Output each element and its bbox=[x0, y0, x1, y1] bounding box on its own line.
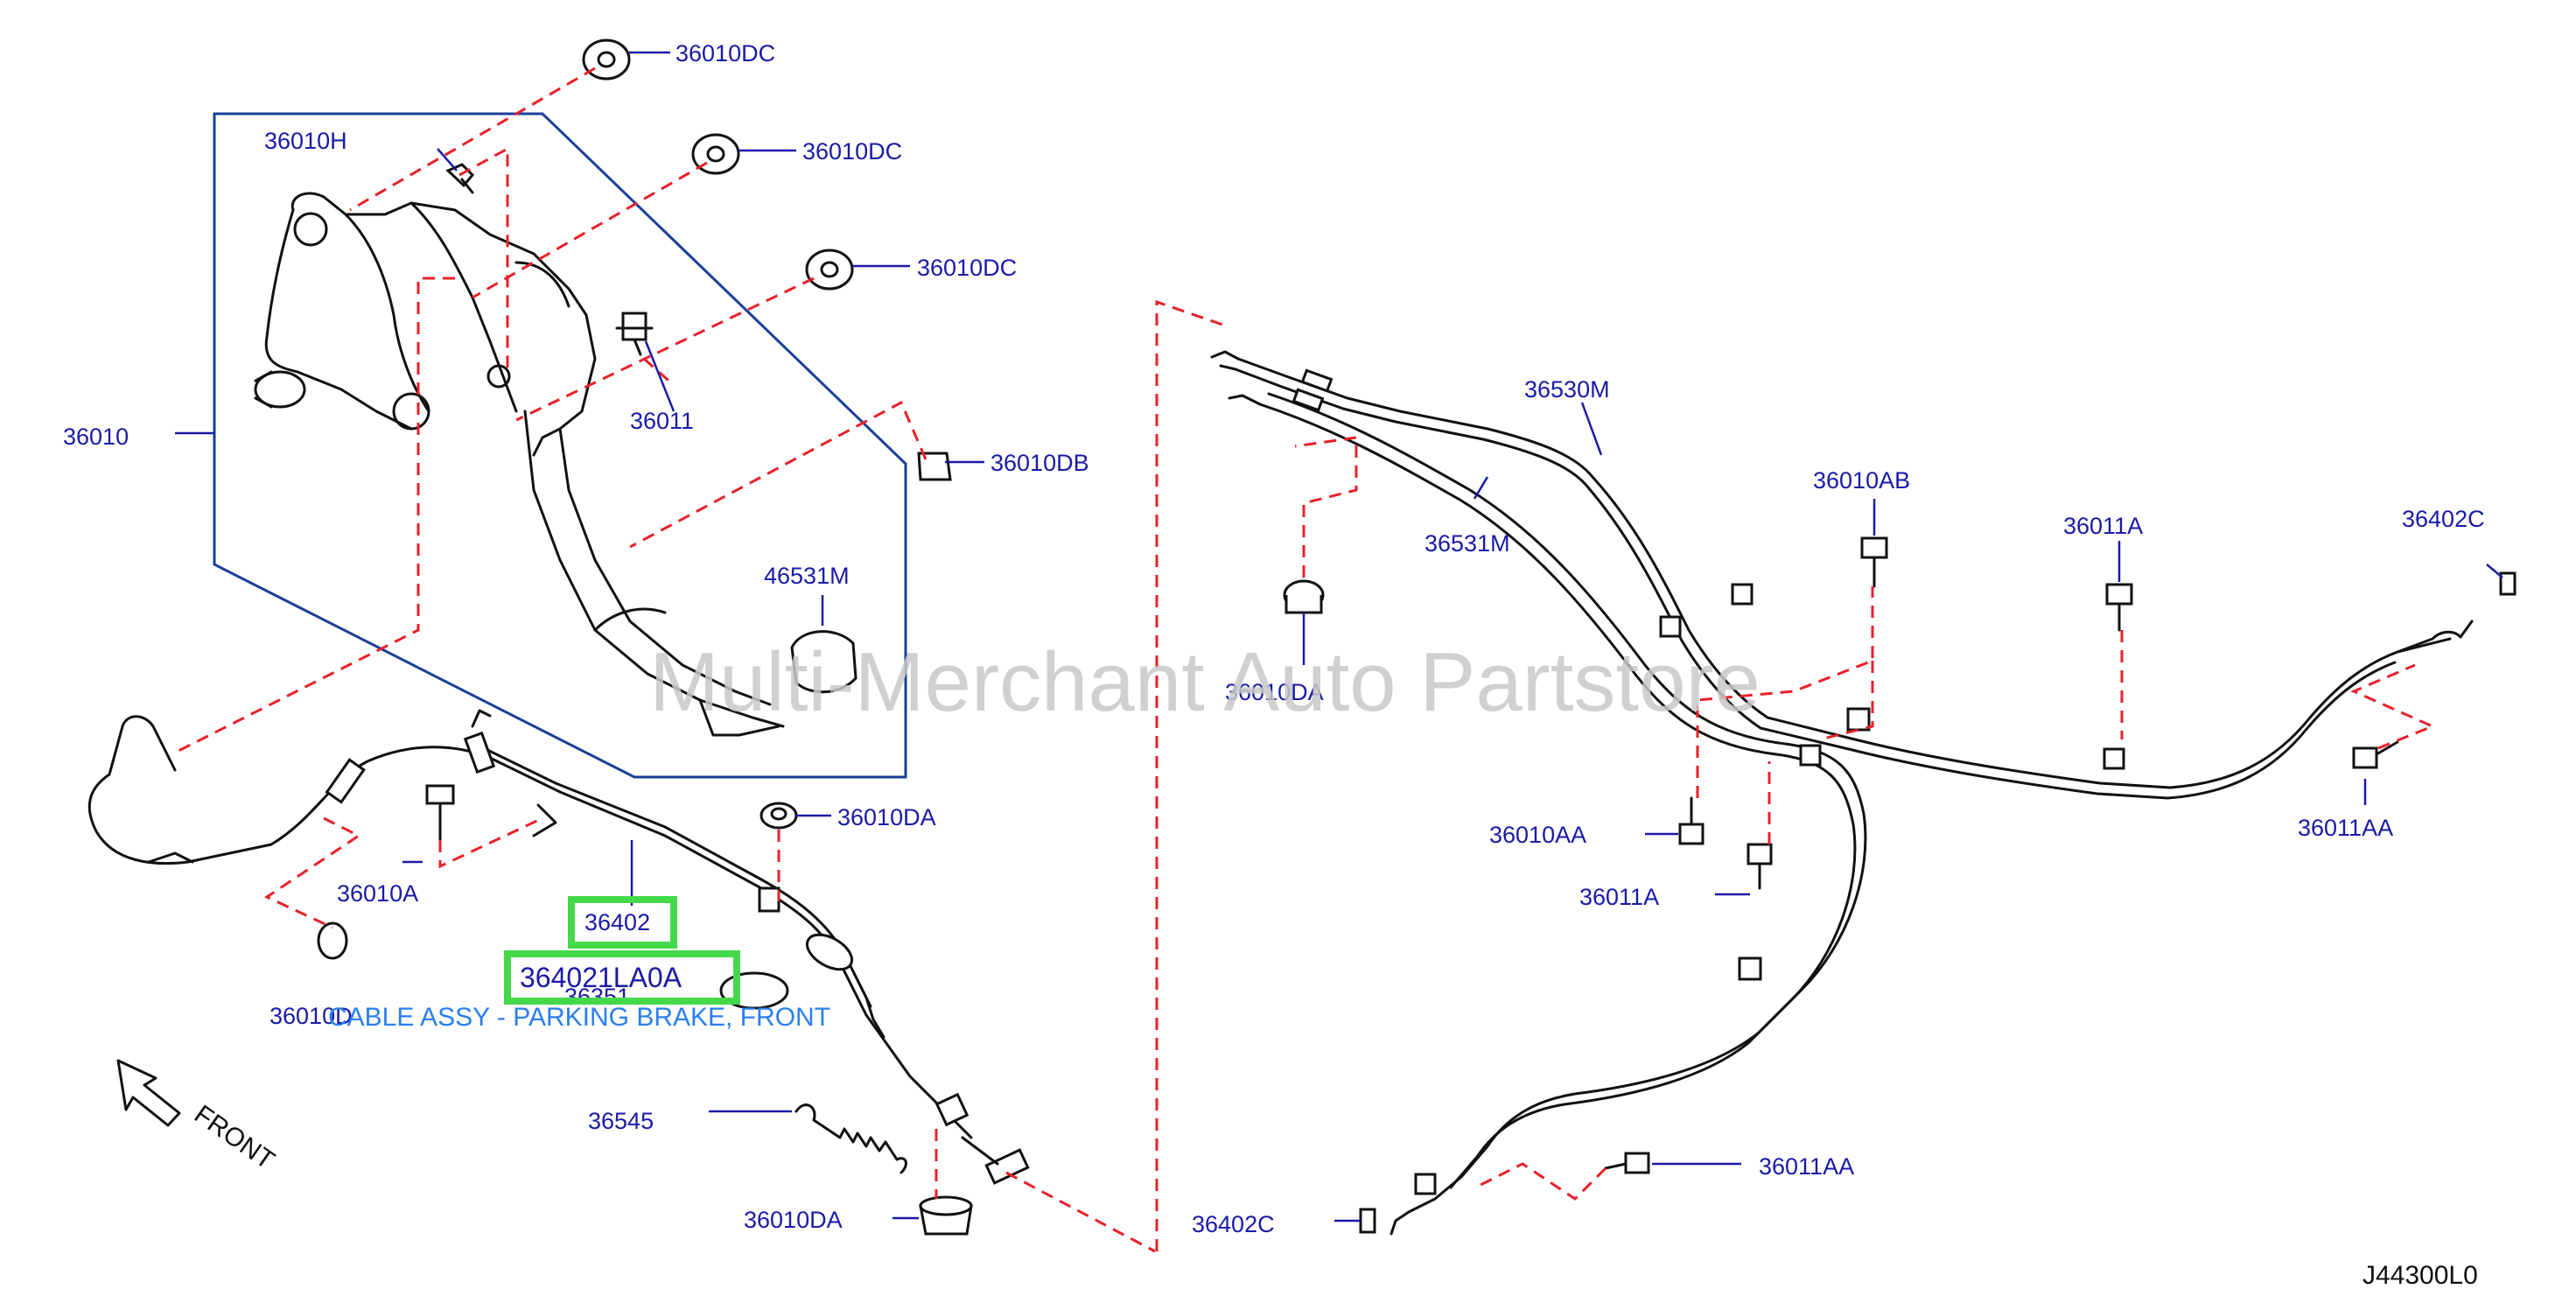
highlight-box-part-no bbox=[568, 896, 677, 949]
label-36010d: 36010D bbox=[270, 1003, 353, 1029]
pedal-pad-46531m bbox=[790, 630, 858, 694]
label-36010ab: 36010AB bbox=[1813, 467, 1910, 494]
label-36011aa-1: 36011AA bbox=[2298, 815, 2393, 841]
label-36010a: 36010A bbox=[337, 880, 418, 907]
label-36402c-2: 36402C bbox=[1192, 1211, 1275, 1237]
grommet-36010da-3 bbox=[1283, 579, 1325, 614]
bolt-36011a-2 bbox=[1746, 843, 1773, 890]
label-36010dc-1: 36010DC bbox=[676, 40, 775, 67]
label-36010aa: 36010AA bbox=[1489, 822, 1586, 848]
rear-cables-illustration bbox=[1210, 350, 2474, 1236]
label-36010dc-2: 36010DC bbox=[802, 138, 902, 165]
label-36011a-2: 36011A bbox=[1579, 884, 1659, 910]
diagram-reference: J44300L0 bbox=[2362, 1261, 2478, 1290]
front-label: FRONT bbox=[189, 1100, 280, 1175]
cap-36402c-1 bbox=[2499, 571, 2516, 596]
label-36531m: 36531M bbox=[1424, 530, 1510, 557]
watermark: Multi-Merchant Auto Partstore bbox=[649, 635, 1760, 729]
label-36010dc-3: 36010DC bbox=[917, 255, 1017, 281]
label-36010da-2: 36010DA bbox=[744, 1207, 843, 1233]
spring-36545 bbox=[794, 1103, 907, 1174]
label-36402[interactable]: 36402 bbox=[584, 909, 650, 935]
bolt-36010a bbox=[425, 784, 455, 842]
pedal-dashed-leaders bbox=[174, 67, 928, 754]
label-36011aa-2: 36011AA bbox=[1759, 1153, 1854, 1180]
label-36010da-3: 36010DA bbox=[1225, 679, 1324, 705]
label-36402c-1: 36402C bbox=[2402, 506, 2485, 532]
cap-36402c-2 bbox=[1359, 1208, 1376, 1234]
front-cable-dashed-leaders bbox=[263, 299, 1226, 1253]
clip-36010db bbox=[917, 452, 952, 481]
bolt-36011aa-2 bbox=[1604, 1152, 1650, 1174]
label-36010db: 36010DB bbox=[990, 450, 1089, 476]
bolt-36011a-1 bbox=[2105, 583, 2133, 632]
washer-36010dc-3 bbox=[805, 249, 854, 291]
nut-36010da-1 bbox=[760, 802, 798, 830]
pedal-assembly-group-box bbox=[213, 112, 907, 779]
bolt-36011aa-1 bbox=[2352, 740, 2399, 769]
nut-36010d bbox=[317, 921, 348, 960]
rear-cables-dashed-leaders bbox=[1294, 436, 2436, 1201]
bolt-36010ab bbox=[1860, 536, 1888, 588]
highlight-box-oem-number bbox=[504, 950, 740, 1005]
part-caption: CABLE ASSY - PARKING BRAKE, FRONT bbox=[328, 1003, 830, 1032]
label-36010da-1: 36010DA bbox=[837, 804, 936, 830]
label-36351: 36351 bbox=[564, 984, 630, 1010]
oem-number[interactable]: 364021LA0A bbox=[520, 962, 682, 993]
label-36545: 36545 bbox=[588, 1108, 654, 1134]
label-36011: 36011 bbox=[630, 408, 694, 434]
nut-36010da-2 bbox=[919, 1195, 973, 1236]
label-36010h: 36010H bbox=[264, 128, 347, 154]
front-cable-36402-illustration bbox=[88, 709, 1030, 1185]
front-direction-arrow bbox=[116, 1059, 181, 1127]
pedal-assembly-illustration bbox=[254, 192, 785, 737]
label-leader-lines bbox=[175, 51, 2503, 1222]
switch-36011 bbox=[615, 312, 654, 356]
washer-36010dc-1 bbox=[582, 39, 631, 81]
label-36010: 36010 bbox=[63, 424, 129, 450]
label-36530m: 36530M bbox=[1524, 376, 1610, 403]
bolt-36010aa bbox=[1678, 796, 1704, 845]
label-46531m: 46531M bbox=[764, 563, 850, 589]
label-36011a-1: 36011A bbox=[2063, 513, 2143, 539]
